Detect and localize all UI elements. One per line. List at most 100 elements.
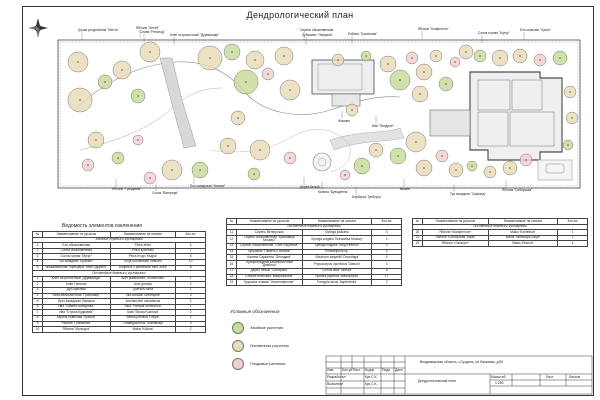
- stamp-scale-value: 1:250: [495, 381, 504, 385]
- trunk-dot: [539, 59, 541, 61]
- table-cell: 17: [226, 267, 237, 275]
- trunk-dot: [95, 139, 97, 141]
- table-cell: 2: [371, 279, 402, 286]
- trunk-dot: [289, 157, 291, 159]
- trunk-dot: [237, 117, 239, 119]
- stamp-name: Кук С.К.: [365, 375, 378, 379]
- plant-callout-label: Груша уссурийская "Мечта": [78, 28, 119, 32]
- trunk-dot: [569, 91, 571, 93]
- table-cell: 10: [32, 326, 43, 333]
- trunk-dot: [499, 57, 501, 59]
- table-cell: 9: [32, 320, 43, 328]
- trunk-dot: [375, 149, 377, 151]
- plant-callout-label: Ива "Пендула": [372, 124, 394, 128]
- trunk-dot: [259, 149, 261, 151]
- trunk-dot: [137, 139, 139, 141]
- table-cell: Крушина ломкая "Аспленифолия": [235, 279, 303, 286]
- table-cell: Frangula alnus 'Asplenifolia': [301, 279, 373, 286]
- trunk-dot: [479, 55, 481, 57]
- plant-callout-label: Вишня: [400, 187, 410, 191]
- table-cell: 5: [32, 298, 43, 305]
- trunk-dot: [351, 109, 353, 111]
- table-cell: 7: [32, 309, 43, 316]
- table-cell: Яблоня «Экскорт»: [421, 240, 489, 247]
- trunk-dot: [149, 51, 151, 53]
- trunk-dot: [423, 71, 425, 73]
- legend-item-conifers: Хвойные растения: [232, 322, 283, 334]
- stamp-cell: Кол.уч: [342, 368, 353, 372]
- trunk-dot: [245, 81, 247, 83]
- trunk-dot: [445, 83, 447, 85]
- table-cell: 1: [32, 275, 43, 283]
- trunk-dot: [289, 89, 291, 91]
- table-cell: 6: [32, 303, 43, 311]
- trunk-dot: [397, 155, 399, 157]
- table-cell: 2: [175, 298, 206, 305]
- table-cell: 2: [175, 314, 206, 322]
- table-cell: Physocarpus opulifolius 'Diabolo': [301, 259, 373, 269]
- table-cell: Спирея японская "Макрофилла": [235, 273, 303, 281]
- plant-callout-label: Клён остролистный "Друммонди": [170, 33, 219, 37]
- table-cell: Дерен белый "Сибирика": [235, 267, 303, 275]
- trunk-dot: [559, 57, 561, 59]
- trunk-dot: [471, 165, 473, 167]
- stamp-sheet-title: Дендрологический план: [418, 379, 456, 383]
- table-cell: 2: [175, 309, 206, 316]
- plant-callout-label: Барбарис Тунберга: [352, 195, 381, 199]
- trunk-dot: [344, 174, 346, 176]
- table-cell: 2: [371, 234, 402, 244]
- plant-callout-label: Яблоня "Конфетное": [418, 27, 449, 31]
- trunk-dot: [419, 93, 421, 95]
- stamp-sheets-header: Листов: [569, 375, 581, 379]
- conifer-symbol-icon: [232, 322, 244, 334]
- table-cell: 5: [32, 264, 43, 272]
- plant-callout-label: Туя западная "Смарагд": [450, 192, 486, 196]
- table-cell: 1: [557, 240, 588, 247]
- trunk-dot: [423, 167, 425, 169]
- trunk-dot: [253, 173, 255, 175]
- trunk-dot: [121, 69, 123, 71]
- plant-callout-label: Дерен белый: [300, 185, 320, 189]
- trunk-dot: [455, 169, 457, 171]
- paved-path: [159, 57, 197, 149]
- trunk-dot: [79, 99, 81, 101]
- stamp-sheet-header: Лист: [546, 375, 554, 379]
- stamp-role: Выполнил: [327, 382, 344, 386]
- deciduous-symbol-icon: [232, 340, 244, 352]
- legend-label: Хвойные растения: [250, 326, 283, 330]
- trunk-dot: [337, 59, 339, 61]
- table-cell: 5: [371, 267, 402, 275]
- table-cell: 2: [175, 281, 206, 288]
- table-cell: 16: [226, 259, 237, 269]
- car-icon: [545, 163, 565, 174]
- house-room: [509, 111, 555, 147]
- bathhouse: [311, 59, 375, 95]
- table-cell: 17: [371, 273, 402, 281]
- stamp-name: Кук С.К.: [365, 382, 378, 386]
- trunk-dot: [387, 63, 389, 65]
- table-cell: 6: [175, 253, 206, 260]
- pavilion-center: [317, 157, 327, 167]
- table-cell: 3: [175, 292, 206, 300]
- table-cell: 19: [226, 279, 237, 286]
- parking: [537, 159, 573, 181]
- legend-label: Лиственные растения: [250, 344, 289, 348]
- lawn-contour: [209, 129, 351, 173]
- pavilion: [312, 152, 332, 172]
- table-cell: 10: [175, 259, 206, 266]
- plant-callout-label: Чубушник "Лемуана": [302, 33, 333, 37]
- table-group-row: Лиственные деревья и кустарники: [32, 270, 206, 277]
- stamp-cell: Изм: [327, 368, 334, 372]
- trunk-dot: [567, 144, 569, 146]
- table-cell: 2: [32, 281, 43, 288]
- plant-callout-label: Сосна "Ватерери": [152, 191, 178, 195]
- fruit-symbol-icon: [232, 358, 244, 370]
- table-cell: 12: [226, 234, 237, 244]
